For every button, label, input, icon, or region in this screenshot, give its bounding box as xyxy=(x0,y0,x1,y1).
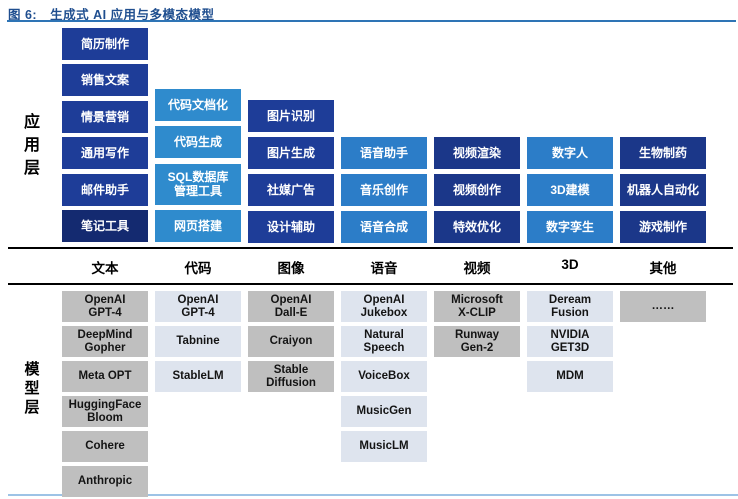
app-column: 视频渲染视频创作特效优化 xyxy=(434,137,520,243)
model-block: HuggingFace Bloom xyxy=(62,396,148,427)
app-column: 简历制作销售文案情景营销通用写作邮件助手笔记工具 xyxy=(62,28,148,242)
figure-number: 图 6: xyxy=(8,8,38,22)
app-block: 游戏制作 xyxy=(620,211,706,243)
model-block: …… xyxy=(620,291,706,322)
model-block: Cohere xyxy=(62,431,148,462)
app-block: 3D建模 xyxy=(527,174,613,206)
app-block: 图片识别 xyxy=(248,100,334,132)
model-block: OpenAI Jukebox xyxy=(341,291,427,322)
app-column: 生物制药机器人自动化游戏制作 xyxy=(620,137,706,243)
app-block: 特效优化 xyxy=(434,211,520,243)
app-block: 视频渲染 xyxy=(434,137,520,169)
app-block: 机器人自动化 xyxy=(620,174,706,206)
app-block: 社媒广告 xyxy=(248,174,334,206)
app-block: 代码文档化 xyxy=(155,89,241,121)
model-block: DeepMind Gopher xyxy=(62,326,148,357)
category-header: 代码 xyxy=(184,261,212,276)
app-column: 代码文档化代码生成 SQL数据库 管理工具网页搭建 xyxy=(155,89,241,242)
model-block: OpenAI Dall-E xyxy=(248,291,334,322)
figure-caption: 图 6: 生成式 AI 应用与多模态模型 xyxy=(8,4,215,23)
model-block: Microsoft X-CLIP xyxy=(434,291,520,322)
category-header: 图像 xyxy=(277,261,305,276)
model-block: Tabnine xyxy=(155,326,241,357)
divider-line-bottom xyxy=(8,283,733,285)
app-block: 数字孪生 xyxy=(527,211,613,243)
app-block: 笔记工具 xyxy=(62,209,148,242)
model-block: VoiceBox xyxy=(341,361,427,392)
app-block: 语音合成 xyxy=(341,211,427,243)
figure-title: 生成式 AI 应用与多模态模型 xyxy=(50,8,215,22)
bottom-rule xyxy=(8,494,738,496)
app-column: 图片识别图片生成社媒广告设计辅助 xyxy=(248,100,334,243)
app-block: 销售文案 xyxy=(62,64,148,97)
model-block: MDM xyxy=(527,361,613,392)
model-block: Runway Gen-2 xyxy=(434,326,520,357)
app-block: 语音助手 xyxy=(341,137,427,169)
model-column: Microsoft X-CLIP Runway Gen-2 xyxy=(434,291,520,357)
app-column: 数字人 3D建模数字孪生 xyxy=(527,137,613,243)
app-block: 通用写作 xyxy=(62,137,148,170)
app-block: 代码生成 xyxy=(155,126,241,159)
app-column: 语音助手音乐创作语音合成 xyxy=(341,137,427,243)
divider-line-top xyxy=(8,247,733,249)
app-block: 网页搭建 xyxy=(155,209,241,242)
app-block: 音乐创作 xyxy=(341,174,427,206)
app-block: SQL数据库 管理工具 xyxy=(155,163,241,205)
model-block: Stable Diffusion xyxy=(248,361,334,392)
app-block: 简历制作 xyxy=(62,28,148,60)
app-block: 设计辅助 xyxy=(248,211,334,243)
model-block: MusicLM xyxy=(341,431,427,462)
app-block: 图片生成 xyxy=(248,137,334,169)
app-block: 情景营销 xyxy=(62,100,148,133)
category-header: 文本 xyxy=(91,261,119,276)
model-block: Craiyon xyxy=(248,326,334,357)
category-header: 3D xyxy=(561,257,579,272)
model-column: …… xyxy=(620,291,706,322)
category-header: 视频 xyxy=(463,261,491,276)
model-block: Meta OPT xyxy=(62,361,148,392)
model-block: OpenAI GPT-4 xyxy=(155,291,241,322)
app-block: 邮件助手 xyxy=(62,173,148,206)
model-block: Deream Fusion xyxy=(527,291,613,322)
app-block: 数字人 xyxy=(527,137,613,169)
model-block: Natural Speech xyxy=(341,326,427,357)
app-block: 生物制药 xyxy=(620,137,706,169)
model-layer-label: 模型层 xyxy=(24,361,40,416)
title-underline xyxy=(7,20,736,22)
app-block: 视频创作 xyxy=(434,174,520,206)
model-block: StableLM xyxy=(155,361,241,392)
category-header: 其他 xyxy=(649,261,677,276)
category-header: 语音 xyxy=(370,261,398,276)
model-block: Anthropic xyxy=(62,466,148,497)
model-block: OpenAI GPT-4 xyxy=(62,291,148,322)
application-layer-label: 应用层 xyxy=(23,114,40,177)
model-block: MusicGen xyxy=(341,396,427,427)
model-block: NVIDIA GET3D xyxy=(527,326,613,357)
